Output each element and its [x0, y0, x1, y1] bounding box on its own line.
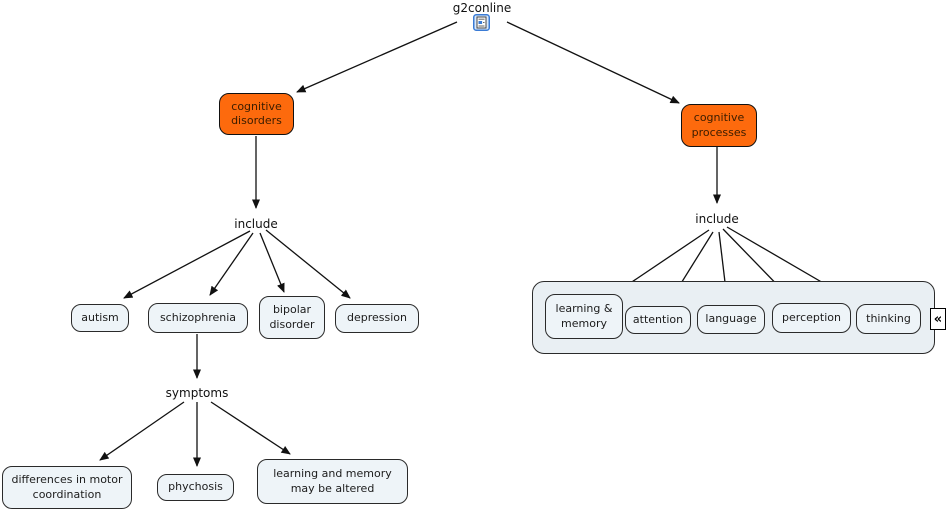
concept-language[interactable]: language: [697, 305, 765, 334]
concept-attention[interactable]: attention: [625, 306, 691, 334]
root-node-label[interactable]: g2conline: [452, 0, 512, 15]
concept-thinking[interactable]: thinking: [856, 304, 921, 334]
concept-cognitive-disorders[interactable]: cognitive disorders: [219, 93, 294, 135]
concept-phychosis[interactable]: phychosis: [157, 474, 234, 501]
linking-include-left[interactable]: include: [234, 217, 278, 231]
linking-include-right[interactable]: include: [695, 212, 739, 226]
linking-symptoms[interactable]: symptoms: [165, 386, 229, 400]
concept-differences-in-motor-coordination[interactable]: differences in motor coordination: [2, 466, 132, 509]
document-resource-icon[interactable]: [473, 14, 490, 31]
concept-learning-and-memory[interactable]: learning & memory: [545, 294, 623, 339]
collapse-nested-node-button[interactable]: «: [930, 308, 946, 330]
concept-learning-and-memory-may-be-altered[interactable]: learning and memory may be altered: [257, 459, 408, 504]
concept-bipolar-disorder[interactable]: bipolar disorder: [259, 296, 325, 339]
concept-autism[interactable]: autism: [71, 304, 129, 332]
concept-perception[interactable]: perception: [772, 303, 851, 333]
concept-schizophrenia[interactable]: schizophrenia: [148, 303, 248, 333]
concept-cognitive-processes[interactable]: cognitive processes: [681, 104, 757, 147]
concept-depression[interactable]: depression: [335, 304, 419, 333]
